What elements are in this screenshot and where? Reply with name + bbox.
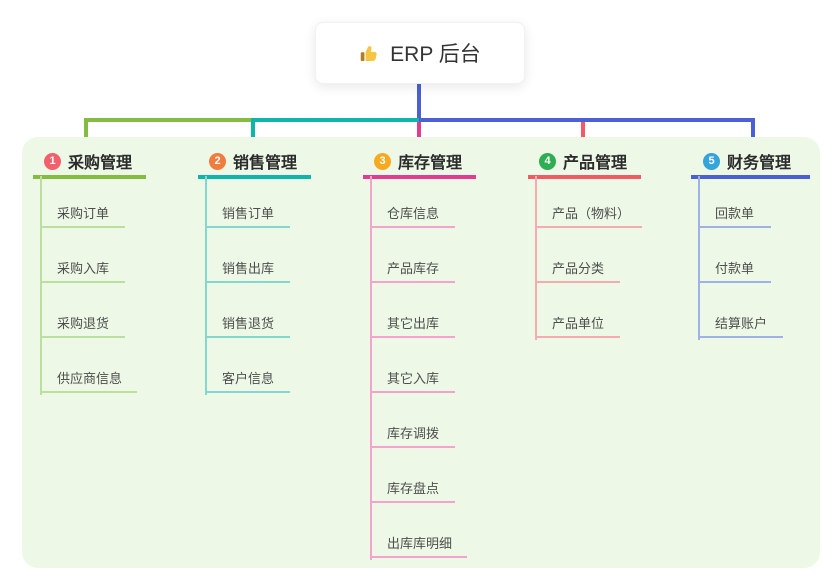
drop-blue (751, 118, 755, 148)
branch-sales-trunk (205, 176, 207, 395)
connector-green-horizontal (84, 118, 255, 122)
node-purchase-inbound[interactable]: 采购入库 (40, 256, 125, 283)
drop-red (581, 122, 585, 148)
node-purchase-return[interactable]: 采购退货 (40, 311, 125, 338)
branch-procurement-trunk (40, 176, 42, 395)
node-sales-outbound[interactable]: 销售出库 (205, 256, 290, 283)
node-other-inbound[interactable]: 其它入库 (370, 366, 455, 393)
thumbs-up-icon (360, 45, 377, 61)
branch-number-badge: 2 (209, 152, 226, 170)
branch-title: 销售管理 (233, 155, 298, 172)
node-payment-doc[interactable]: 付款单 (698, 256, 771, 283)
node-other-outbound[interactable]: 其它出库 (370, 311, 455, 338)
branch-procurement[interactable]: 1 采购管理 (44, 151, 133, 172)
connector-blue-horizontal (419, 118, 755, 122)
drop-green (84, 118, 88, 148)
root-node[interactable]: ERP 后台 (315, 22, 525, 84)
node-stock-transfer[interactable]: 库存调拨 (370, 421, 455, 448)
node-stock-count[interactable]: 库存盘点 (370, 476, 455, 503)
node-product-category[interactable]: 产品分类 (535, 256, 620, 283)
branch-inventory[interactable]: 3 库存管理 (374, 151, 463, 172)
node-product-unit[interactable]: 产品单位 (535, 311, 620, 338)
drop-magenta (417, 122, 421, 148)
branch-product[interactable]: 4 产品管理 (539, 151, 628, 172)
branch-title: 产品管理 (563, 155, 628, 172)
root-connector-vertical (417, 82, 421, 122)
branch-finance-trunk (698, 176, 700, 340)
node-product-material[interactable]: 产品（物料） (535, 201, 642, 228)
branch-title: 财务管理 (727, 155, 792, 172)
branch-inventory-underline (363, 175, 476, 179)
node-receipt-doc[interactable]: 回款单 (698, 201, 771, 228)
node-customer-info[interactable]: 客户信息 (205, 366, 290, 393)
node-sales-return[interactable]: 销售退货 (205, 311, 290, 338)
drop-teal (251, 118, 255, 148)
branch-number-badge: 1 (44, 152, 61, 170)
branch-finance[interactable]: 5 财务管理 (703, 151, 792, 172)
node-product-stock[interactable]: 产品库存 (370, 256, 455, 283)
branch-product-underline (528, 175, 641, 179)
node-outbound-detail[interactable]: 出库库明细 (370, 531, 467, 558)
branch-number-badge: 3 (374, 152, 391, 170)
branch-finance-underline (691, 175, 810, 179)
branch-inventory-trunk (370, 176, 372, 560)
node-settlement-account[interactable]: 结算账户 (698, 311, 783, 338)
branch-title: 采购管理 (68, 155, 133, 172)
branches-panel (22, 137, 820, 568)
branch-procurement-underline (33, 175, 146, 179)
node-purchase-order[interactable]: 采购订单 (40, 201, 125, 228)
branch-title: 库存管理 (398, 155, 463, 172)
node-supplier-info[interactable]: 供应商信息 (40, 366, 137, 393)
connector-teal-horizontal (253, 118, 419, 122)
node-sales-order[interactable]: 销售订单 (205, 201, 290, 228)
node-warehouse-info[interactable]: 仓库信息 (370, 201, 455, 228)
branch-sales-underline (198, 175, 311, 179)
root-title: ERP 后台 (390, 43, 481, 66)
branch-sales[interactable]: 2 销售管理 (209, 151, 298, 172)
branch-number-badge: 4 (539, 152, 556, 170)
branch-product-trunk (535, 176, 537, 340)
branch-number-badge: 5 (703, 152, 720, 170)
